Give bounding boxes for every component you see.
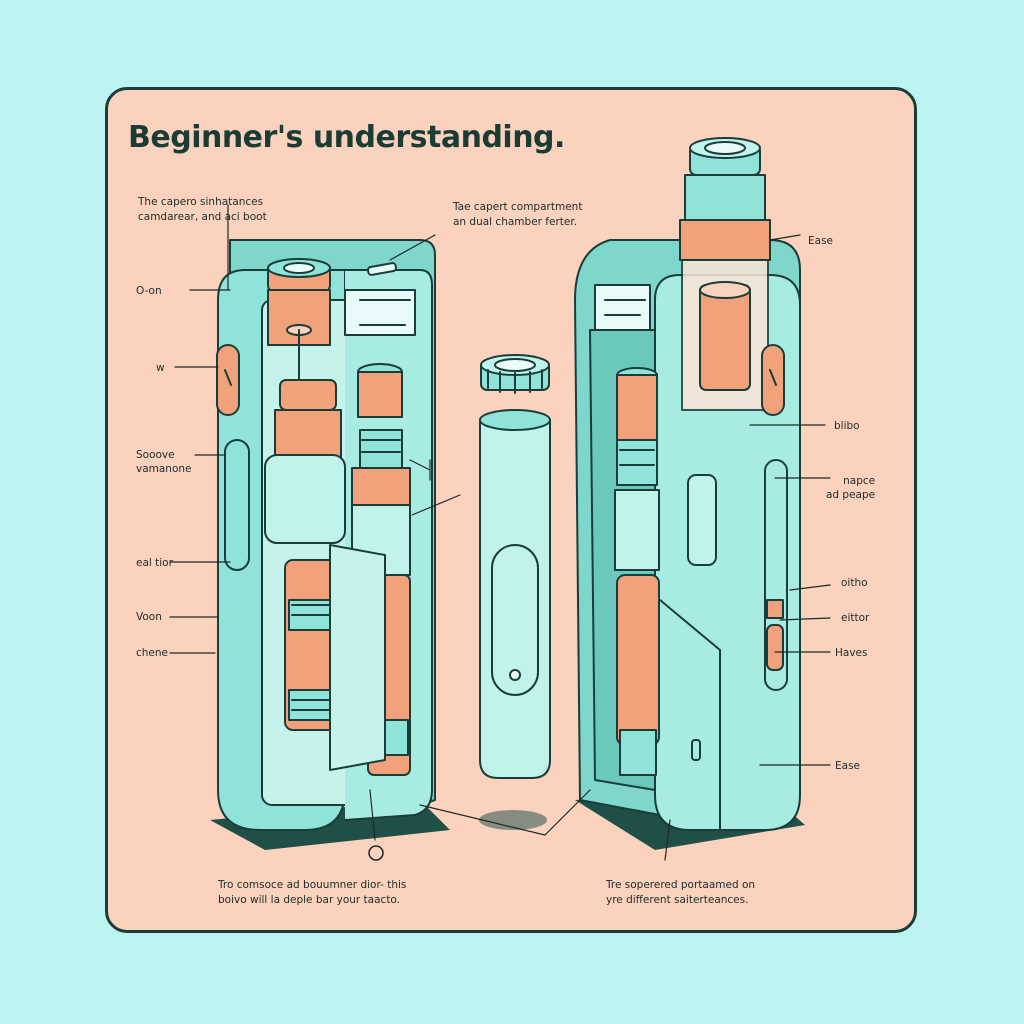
label-oitho: oitho bbox=[841, 577, 868, 589]
note-bottom-right: Tre soperered portaamed on yre different… bbox=[606, 878, 755, 908]
note-top-center: Tae capert compartment an dual chamber f… bbox=[453, 200, 582, 230]
note-line: an dual chamber ferter. bbox=[453, 216, 578, 228]
note-line: yre different saiterteances. bbox=[606, 894, 749, 906]
label-ease-top: Ease bbox=[808, 235, 833, 247]
label-haves: Haves bbox=[835, 647, 868, 659]
note-line: camdarear, and aci boot bbox=[138, 211, 267, 223]
note-bottom-left: Tro comsoce ad bouumner dior- this boivo… bbox=[218, 878, 406, 908]
marker-circle-icon bbox=[368, 845, 384, 861]
label-napce: napce ad peape bbox=[826, 475, 876, 501]
center-cartridge bbox=[479, 354, 551, 830]
note-line: Tro comsoce ad bouumner dior- this bbox=[218, 879, 407, 891]
note-line: Tae capert compartment bbox=[453, 201, 583, 213]
label-o-on: O-on bbox=[136, 285, 162, 297]
label-chene: chene bbox=[136, 647, 169, 659]
label-blibo: blibo bbox=[834, 420, 860, 432]
label-voon: Voon bbox=[136, 611, 162, 623]
diagram-title: Beginner's understanding. bbox=[128, 120, 565, 155]
label-eittor: eittor bbox=[841, 612, 870, 624]
label-eal-tior: eal tior bbox=[136, 557, 173, 569]
label-sooove: Sooove vamanone bbox=[136, 449, 192, 475]
leader-lines bbox=[169, 204, 831, 861]
label-ease-bottom: Ease bbox=[835, 760, 860, 772]
note-top-left: The capero sinhatances camdarear, and ac… bbox=[138, 195, 267, 225]
note-line: The capero sinhatances bbox=[138, 196, 264, 208]
note-line: boivo will la deple bar your taacto. bbox=[218, 894, 401, 906]
note-line: Tre soperered portaamed on bbox=[606, 879, 756, 891]
label-w: w bbox=[156, 362, 165, 374]
left-device bbox=[210, 239, 450, 850]
right-device bbox=[574, 137, 805, 850]
